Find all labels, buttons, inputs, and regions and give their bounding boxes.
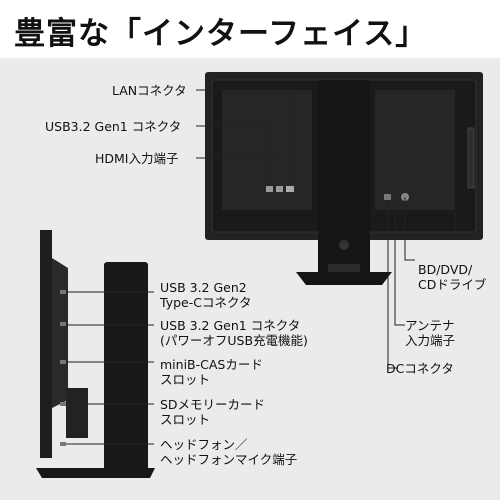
lan-port [286,186,294,192]
leader-lines [66,89,456,445]
label-usb-gen1-side: USB 3.2 Gen1 コネクタ (パワーオフUSB充電機能) [160,318,308,348]
label-hdmi: HDMI入力端子 [95,151,179,166]
label-usb-gen2-typec: USB 3.2 Gen2 Type-Cコネクタ [160,280,252,310]
hdmi-port [276,186,283,192]
label-sd-card: SDメモリーカード スロット [160,397,266,427]
label-minib-cas: miniB-CASカード スロット [160,357,263,387]
label-headphone: ヘッドフォン／ ヘッドフォンマイク端子 [160,437,298,467]
label-lan: LANコネクタ [112,83,187,98]
side-view-monitor [36,230,155,478]
label-antenna: アンテナ 入力端子 [405,318,456,348]
usb-port-rear [266,186,273,192]
label-usb-gen1-rear: USB3.2 Gen1 コネクタ [45,119,182,134]
label-bd-dvd-cd: BD/DVD/ CDドライブ [418,262,487,292]
dc-port [384,194,391,200]
rear-view-monitor [205,72,483,285]
page-title: 豊富な「インターフェイス」 [14,16,428,52]
label-dc: DCコネクタ [386,361,454,376]
